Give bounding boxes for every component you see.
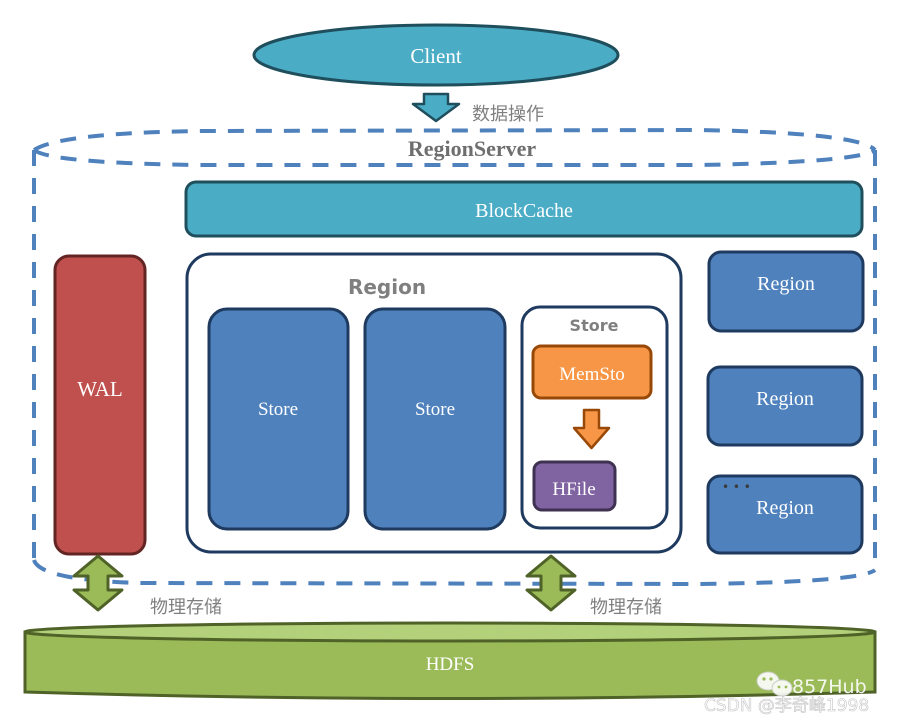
- regionserver-top-back-edge: [32, 127, 877, 152]
- other-region-node: Region: [706, 365, 864, 447]
- wal-label: WAL: [77, 377, 123, 401]
- memstore-box: [531, 344, 653, 400]
- client-down-arrow-icon: [411, 92, 461, 123]
- data-operation-label: 数据操作: [472, 104, 544, 125]
- expanded-store-node: Store MemSto HFile: [520, 305, 669, 530]
- watermark: 857Hub CSDN @李奇峰1998: [704, 671, 869, 716]
- region-storage-double-arrow-icon: [525, 554, 577, 612]
- store-label: Store: [415, 399, 455, 420]
- regionserver-title: RegionServer: [408, 136, 537, 161]
- hdfs-body: [23, 630, 877, 700]
- blockcache-box: [184, 180, 864, 238]
- store-node: Store: [363, 307, 507, 531]
- hfile-box: [532, 460, 617, 512]
- expanded-store-title: Store: [570, 316, 619, 335]
- flush-down-arrow-icon: [572, 408, 611, 450]
- region-label: Region: [757, 273, 815, 295]
- region-box: [706, 474, 864, 555]
- region-box: [706, 365, 864, 447]
- physical-storage-label: 物理存储: [590, 597, 662, 618]
- client-label: Client: [410, 44, 461, 68]
- wal-storage-double-arrow-icon: [72, 554, 124, 612]
- wechat-icon: [756, 671, 793, 697]
- region-title: Region: [348, 275, 426, 299]
- store-label: Store: [258, 399, 298, 420]
- hdfs-top: [23, 621, 877, 643]
- other-region-node: Region: [707, 250, 865, 333]
- region-container: Region Store Store Store MemSto HFile: [185, 252, 683, 554]
- regionserver-bottom-edge: [32, 559, 877, 587]
- store-node: Store: [207, 307, 350, 531]
- blockcache-label: BlockCache: [475, 200, 573, 222]
- hdfs-label: HDFS: [426, 654, 475, 675]
- hdfs-node: HDFS: [23, 621, 877, 700]
- blockcache-node: BlockCache: [184, 180, 864, 238]
- region-label: Region: [756, 388, 814, 410]
- regionserver-top-front-edge: [32, 148, 877, 167]
- watermark-brand: 857Hub: [792, 676, 867, 698]
- region-box: [707, 250, 865, 333]
- physical-storage-label: 物理存储: [150, 597, 222, 618]
- regionserver-boundary: [32, 127, 877, 587]
- memstore-label: MemSto: [559, 364, 624, 385]
- region-label: Region: [756, 497, 814, 519]
- hfile-label: HFile: [552, 479, 595, 500]
- wal-node: WAL: [53, 254, 147, 556]
- store-box: [363, 307, 507, 531]
- client-ellipse: [252, 23, 620, 87]
- client-node: Client: [252, 23, 620, 87]
- other-region-node: Region • • •: [706, 474, 864, 555]
- wal-box: [53, 254, 147, 556]
- store-box: [207, 307, 350, 531]
- watermark-credit: CSDN @李奇峰1998: [704, 696, 869, 716]
- ellipsis-dots: • • •: [722, 480, 751, 494]
